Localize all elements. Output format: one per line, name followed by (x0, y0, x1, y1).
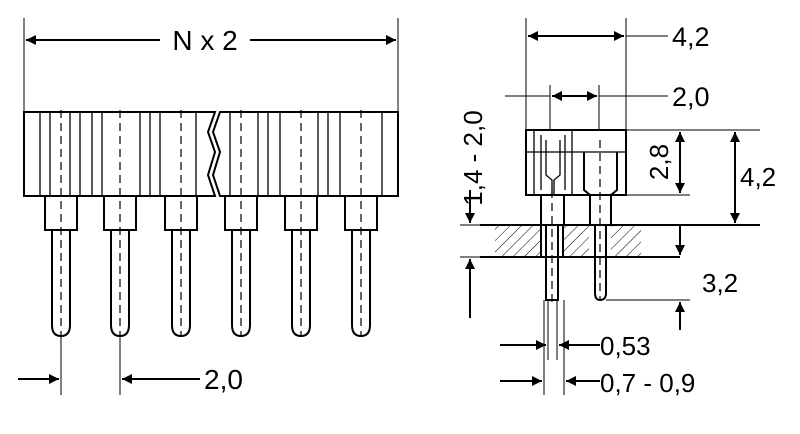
pin-5 (284, 110, 318, 338)
pin-6 (344, 110, 378, 338)
side-body (525, 129, 627, 196)
front-view: N x 2 (18, 18, 399, 395)
contact-detail-right (583, 152, 618, 226)
side-view: 4,2 2,0 (458, 18, 776, 398)
width-outer-label: 4,2 (672, 22, 710, 52)
body-inner-height-label: 2,8 (644, 144, 674, 180)
body-detail-lines (39, 112, 383, 196)
width-inner-label: 2,0 (672, 82, 710, 112)
pin-3 (164, 110, 198, 338)
width-label: N x 2 (172, 25, 237, 56)
contact-detail (533, 130, 573, 195)
pin-4 (224, 110, 258, 338)
body-height-label: 4,2 (740, 162, 776, 192)
pitch-label: 2,0 (204, 364, 243, 395)
hole-diameter-label: 0,7 - 0,9 (600, 368, 695, 398)
pin-length-label: 3,2 (702, 268, 738, 298)
body-right-part (211, 111, 399, 197)
pcb-board (480, 224, 760, 258)
pin-2 (103, 110, 137, 338)
thickness-label: 1,4 - 2,0 (458, 110, 488, 205)
pin-diameter-label: 0,53 (600, 331, 651, 361)
